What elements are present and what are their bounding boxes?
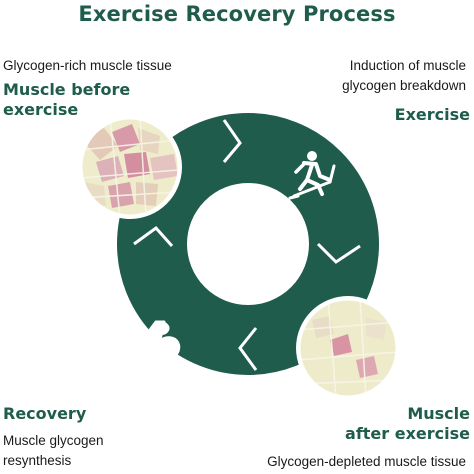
- muscle-after-heading-line-1: Muscle: [407, 404, 470, 423]
- separator-chevron-top: [222, 119, 242, 163]
- muscle-before-heading: Muscle before exercise: [3, 80, 130, 120]
- muscle-before-tissue-image: [78, 115, 182, 219]
- muscle-after-tissue-image: [296, 296, 400, 400]
- muscle-before-heading-line-2: exercise: [3, 100, 79, 119]
- treadmill-runner-icon: [288, 151, 336, 200]
- recovery-heading: Recovery: [3, 404, 87, 423]
- exercise-heading: Exercise: [394, 105, 470, 124]
- exercise-description-line-1: Induction of muscle: [349, 58, 466, 73]
- recovery-description: Muscle glycogen resynthesis: [3, 431, 104, 471]
- muscle-before-heading-line-1: Muscle before: [3, 80, 131, 99]
- separator-chevron-bottom: [238, 327, 258, 371]
- recovery-description-line-1: Muscle glycogen: [3, 433, 104, 448]
- exercise-description: Induction of muscle glycogen breakdown: [342, 56, 466, 96]
- recovery-description-line-2: resynthesis: [3, 453, 72, 468]
- muscle-after-description: Glycogen-depleted muscle tissue: [267, 454, 466, 469]
- muscle-after-heading: Muscle after exercise: [345, 404, 470, 444]
- separator-chevron-left: [133, 225, 174, 247]
- flexed-arm-icon: [142, 320, 181, 363]
- separator-chevron-right: [316, 242, 361, 264]
- exercise-description-line-2: glycogen breakdown: [342, 78, 466, 93]
- muscle-after-heading-line-2: after exercise: [345, 424, 470, 443]
- page-title: Exercise Recovery Process: [78, 2, 396, 26]
- muscle-before-description: Glycogen-rich muscle tissue: [3, 58, 172, 73]
